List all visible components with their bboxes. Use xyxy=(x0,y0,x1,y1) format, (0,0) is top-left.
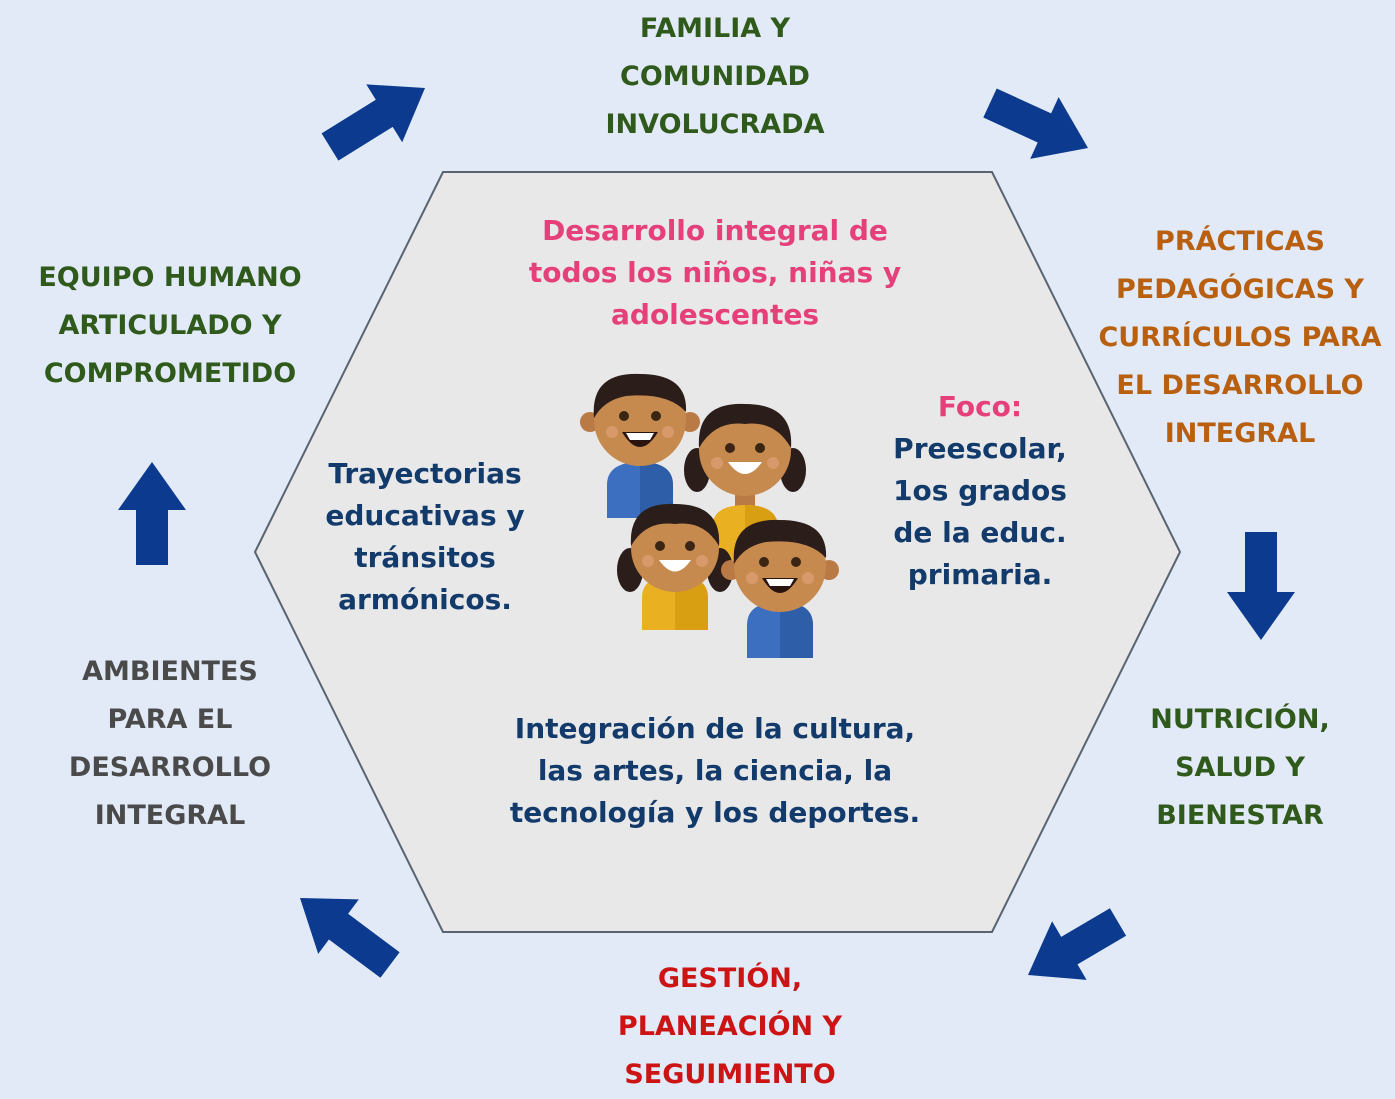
label-ambientes-desarrollo: AMBIENTES PARA EL DESARROLLO INTEGRAL xyxy=(68,656,272,831)
arrow-icon xyxy=(321,84,425,161)
focus-title: Foco: xyxy=(937,390,1023,423)
label-practicas-pedagogicas: PRÁCTICAS PEDAGÓGICAS Y CURRÍCULOS PARA … xyxy=(1098,226,1382,449)
arrow-icon xyxy=(1227,532,1295,640)
child-girl-icon xyxy=(617,503,733,630)
central-title: Desarrollo integral de todos los niños, … xyxy=(528,214,902,331)
arrow-icon xyxy=(983,88,1088,159)
label-familia-comunidad: FAMILIA Y COMUNIDAD INVOLUCRADA xyxy=(605,13,825,140)
label-nutricion-salud: NUTRICIÓN, SALUD Y BIENESTAR xyxy=(1150,704,1330,831)
label-equipo-humano: EQUIPO HUMANO ARTICULADO Y COMPROMETIDO xyxy=(38,262,302,389)
child-boy-icon xyxy=(580,373,700,518)
arrow-icon xyxy=(1028,908,1127,980)
arrow-icon xyxy=(300,898,400,978)
label-trayectorias: Trayectorias educativas y tránsitos armó… xyxy=(325,457,525,616)
label-integracion: Integración de la cultura, las artes, la… xyxy=(509,712,921,829)
children-group-icon xyxy=(580,373,839,658)
arrows-group xyxy=(118,84,1295,980)
child-boy-icon xyxy=(721,519,839,658)
arrow-icon xyxy=(118,462,186,565)
label-gestion-planeacion: GESTIÓN, PLANEACIÓN Y SEGUIMIENTO xyxy=(617,963,843,1090)
focus-body: Preescolar, 1os grados de la educ. prima… xyxy=(893,432,1067,591)
